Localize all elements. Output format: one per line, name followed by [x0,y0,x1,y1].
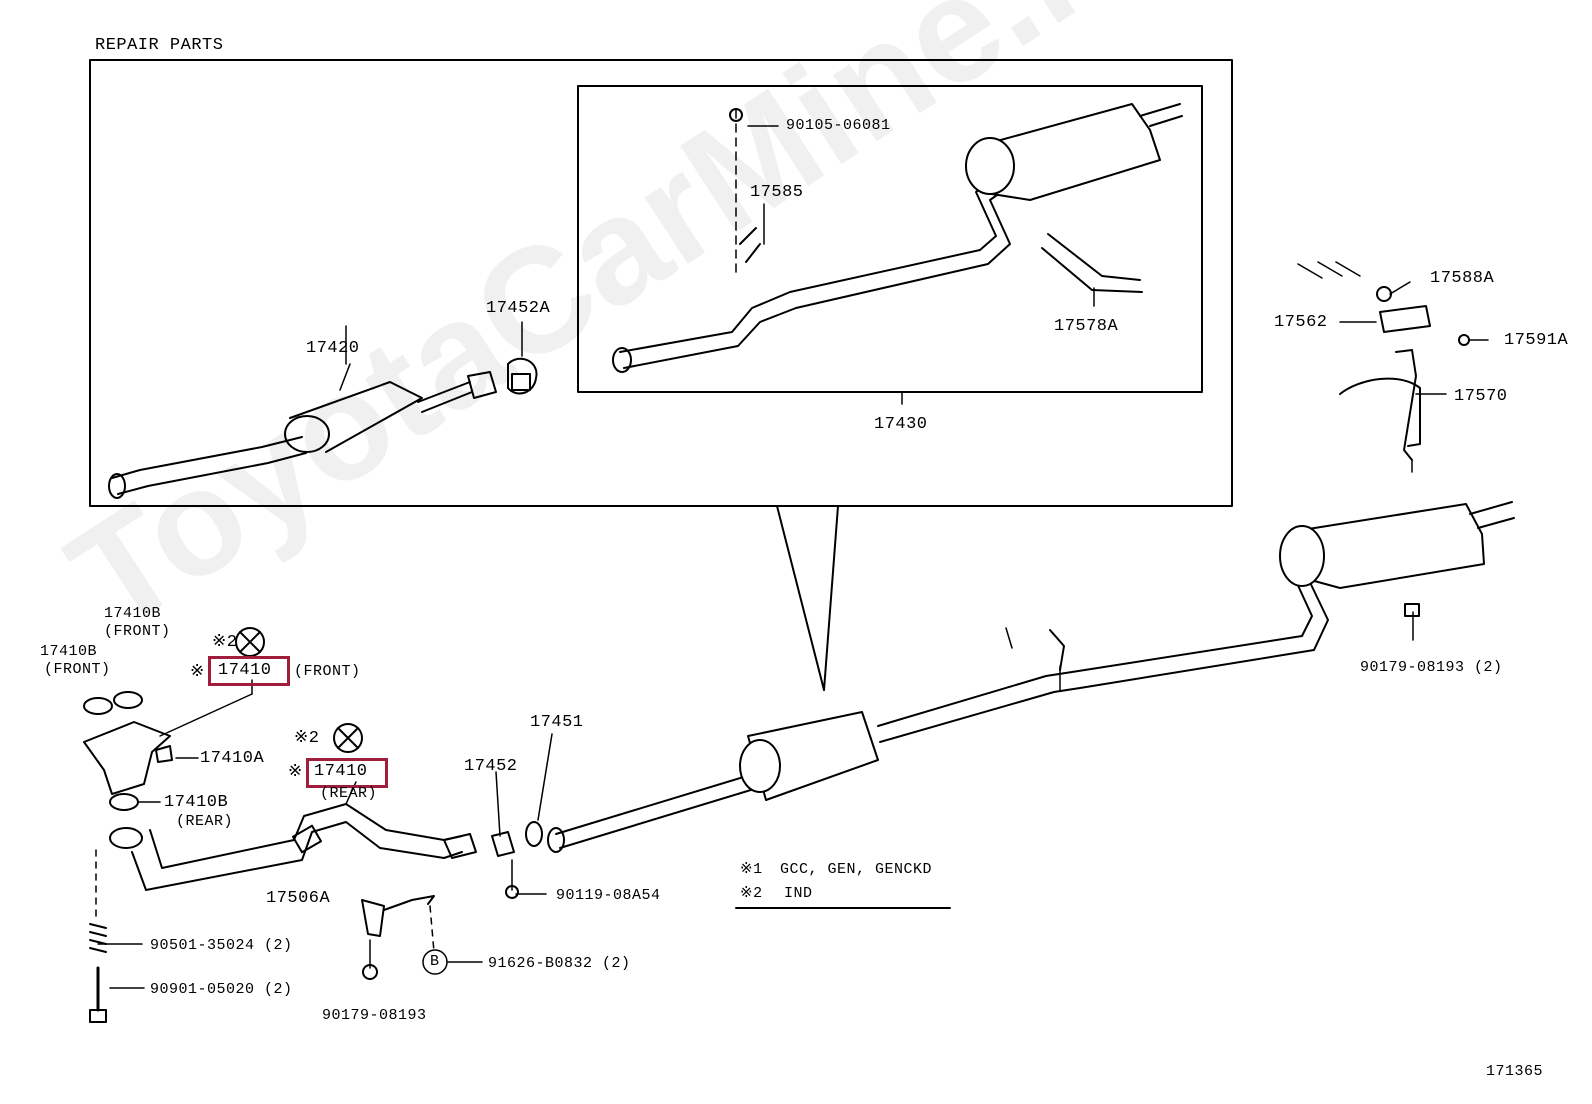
mark-prefix-front: ※ [190,663,205,682]
mark-2-rear: ※2 [294,729,320,748]
part-label-90179-08193-top[interactable]: 90179-08193 (2) [1360,659,1503,676]
legend-mark-2: ※2 [740,885,763,902]
part-label-17562[interactable]: 17562 [1274,313,1328,332]
part-label-17420[interactable]: 17420 [306,339,360,358]
part-label-17506A[interactable]: 17506A [266,889,331,908]
repair-parts-box [89,59,1233,507]
part-label-91626-B0832[interactable]: 91626-B0832 (2) [488,955,631,972]
repair-parts-heading: REPAIR PARTS [95,36,224,55]
legend-text-2: IND [784,885,813,902]
part-label-90105-06081[interactable]: 90105-06081 [786,117,891,134]
part-label-17410-front-note: (FRONT) [294,663,361,680]
part-label-17451[interactable]: 17451 [530,713,584,732]
mark-2-front: ※2 [212,633,238,652]
part-label-17430[interactable]: 17430 [874,415,928,434]
part-label-90179-08193-bottom[interactable]: 90179-08193 [322,1007,427,1024]
part-17430-drawing [612,103,1183,405]
diagram-id: 171365 [1486,1063,1544,1080]
part-label-90901-05020[interactable]: 90901-05020 (2) [150,981,293,998]
part-label-17578A[interactable]: 17578A [1054,317,1119,336]
bracket-parts-drawing [1297,261,1470,473]
part-label-90501-35024[interactable]: 90501-35024 (2) [150,937,293,954]
part-label-17410A[interactable]: 17410A [200,749,265,768]
part-label-17410B-rear-note: (REAR) [176,813,234,830]
part-label-17410-rear[interactable]: 17410 [314,762,368,781]
part-label-17452A[interactable]: 17452A [486,299,551,318]
part-label-17410B-front-left-note: (FRONT) [44,661,111,678]
circle-b-label: B [430,953,440,970]
legend-text-1: GCC, GEN, GENCKD [780,861,933,878]
legend-mark-1: ※1 [740,861,763,878]
part-label-17410B-front-left[interactable]: 17410B [40,643,98,660]
part-17452A-drawing [507,321,538,395]
main-exhaust-drawing [83,125,1515,1023]
part-label-17588A[interactable]: 17588A [1430,269,1495,288]
part-label-17410B-front-top[interactable]: 17410B [104,605,162,622]
mark-prefix-rear: ※ [288,763,303,782]
part-label-17410B-front-top-note: (FRONT) [104,623,171,640]
part-label-90119-08A54[interactable]: 90119-08A54 [556,887,661,904]
part-label-17410-front[interactable]: 17410 [218,661,272,680]
part-17420-drawing [108,363,497,499]
part-label-17410-rear-note: (REAR) [320,785,378,802]
part-label-17410B-rear[interactable]: 17410B [164,793,229,812]
part-label-17452[interactable]: 17452 [464,757,518,776]
highlight-17410-front[interactable] [208,656,290,686]
part-label-17570[interactable]: 17570 [1454,387,1508,406]
part-label-17591A[interactable]: 17591A [1504,331,1569,350]
part-label-17585[interactable]: 17585 [750,183,804,202]
highlight-17410-rear[interactable] [306,758,388,788]
assembly-17430-box [577,85,1203,393]
